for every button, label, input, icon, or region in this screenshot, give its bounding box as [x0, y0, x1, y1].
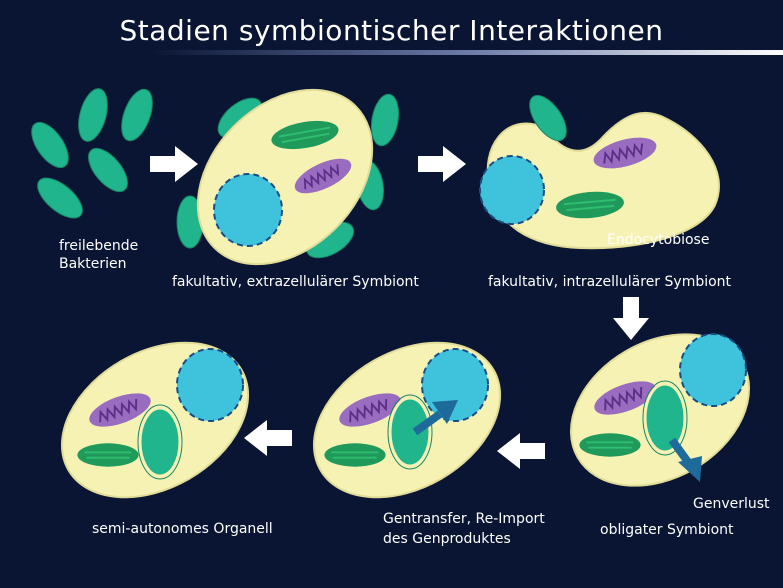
flow-arrow-left: [497, 433, 545, 469]
nucleus: [422, 349, 488, 421]
flow-arrow-right: [418, 146, 466, 182]
label-intracellular: fakultativ, intrazellulärer Symbiont: [488, 273, 731, 291]
nucleus: [680, 334, 746, 406]
gene-transfer-stage: [286, 311, 527, 529]
plastid-symbiont: [390, 398, 430, 466]
label-extracellular: fakultativ, extrazellulärer Symbiont: [172, 273, 419, 291]
intracellular-stage: [480, 89, 719, 248]
label-gentransfer-line2: des Genproduktes: [383, 530, 511, 548]
flow-arrow-left: [244, 420, 292, 456]
chloroplast: [324, 443, 385, 466]
label-free-bacteria-line2: Bakterien: [59, 255, 127, 273]
organelle-stage: [34, 311, 275, 529]
chloroplast: [579, 433, 640, 456]
plastid-symbiont: [645, 384, 685, 452]
label-organelle: semi-autonomes Organell: [92, 520, 273, 538]
bacterium: [31, 171, 89, 226]
plastid-organelle: [140, 408, 180, 476]
label-genverlust: Genverlust: [693, 495, 770, 513]
bacterium: [116, 85, 159, 145]
flow-arrow-right: [150, 146, 198, 182]
nucleus: [214, 174, 282, 246]
label-endocytobiose: Endocytobiose: [607, 231, 709, 249]
label-free-bacteria-line1: freilebende: [59, 237, 138, 255]
bacterium: [73, 86, 112, 145]
chloroplast: [77, 443, 138, 466]
label-obligate: obligater Symbiont: [600, 521, 734, 539]
bacterium: [24, 116, 75, 174]
free-bacteria-group: [24, 85, 158, 225]
extracellular-stage: [163, 55, 406, 298]
title-underline: [150, 50, 783, 55]
label-gentransfer-line1: Gentransfer, Re-Import: [383, 510, 545, 528]
flow-arrow-down: [613, 297, 649, 340]
bacterium: [81, 142, 134, 199]
nucleus: [480, 156, 544, 224]
bacterium: [368, 92, 403, 148]
obligate-stage: [544, 304, 777, 517]
nucleus: [177, 349, 243, 421]
